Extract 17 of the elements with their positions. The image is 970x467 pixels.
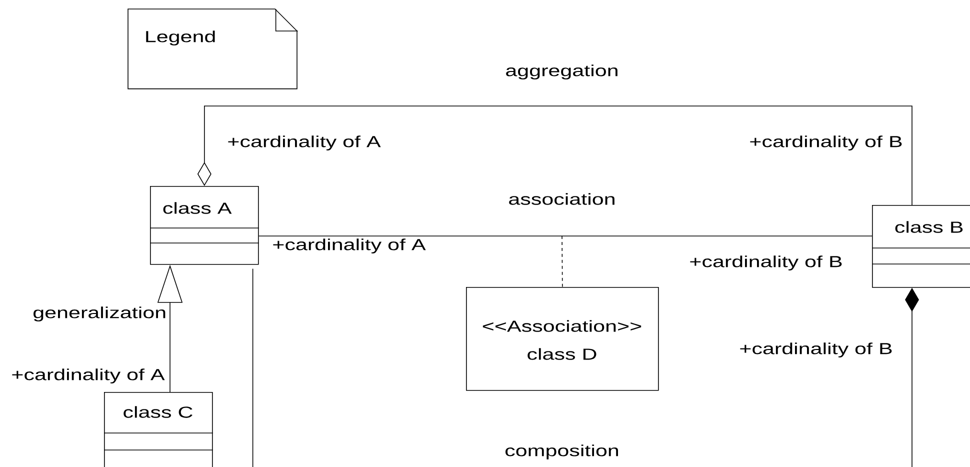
connector <box>562 236 563 288</box>
multiplicity-label: +cardinality of B <box>690 256 842 270</box>
multiplicity-label: +cardinality of A <box>12 368 165 384</box>
multiplicity-label: +cardinality of A <box>273 238 426 254</box>
edge-label: aggregation <box>504 64 620 80</box>
association-class-box: <<Association>> class D <box>466 287 659 391</box>
class-box: class B <box>872 204 970 288</box>
edge-label: association <box>507 192 617 206</box>
multiplicity-label: +cardinality of B <box>750 136 902 150</box>
edge-label: generalization <box>32 306 168 322</box>
multiplicity-label: +cardinality of A <box>228 136 381 150</box>
class-box: class C <box>104 392 214 467</box>
multiplicity-label: +cardinality of B <box>740 342 892 358</box>
connector <box>197 106 912 206</box>
connector <box>252 268 919 467</box>
edge-label: composition <box>504 444 620 460</box>
class-box: class A <box>150 186 260 265</box>
